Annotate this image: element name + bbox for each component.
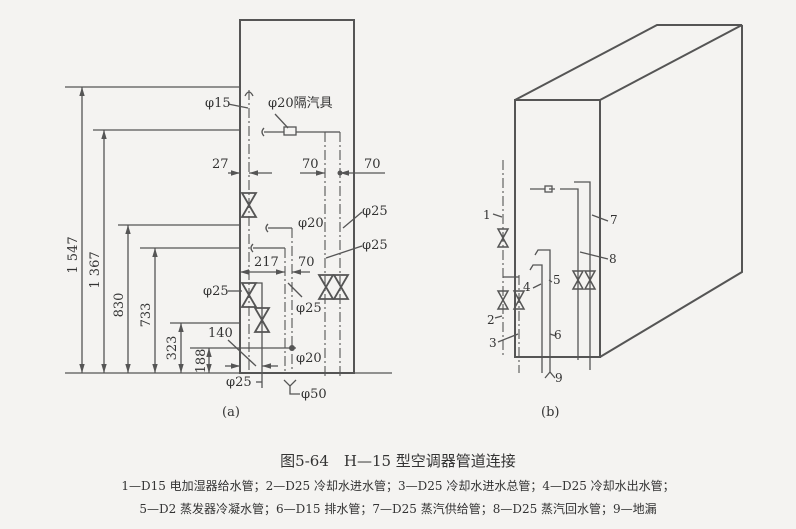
callout-5: 5	[553, 273, 561, 287]
gate-valve-icon	[333, 274, 349, 300]
callout-9: 9	[555, 371, 563, 385]
figure-title: 图5-64 H—15 型空调器管道连接	[280, 452, 516, 470]
dim-label-70: 70	[302, 157, 319, 172]
callout-3: 3	[489, 336, 497, 350]
unit-elevation-outline	[239, 19, 355, 374]
dim-label-1547: 1 547	[66, 236, 81, 273]
dim-label-140: 140	[208, 326, 233, 341]
gate-valve-icon	[497, 228, 509, 248]
dim-label-733: 733	[139, 303, 154, 328]
pipe-label-phi20: φ20	[298, 216, 324, 231]
figure-legend-line-2: 5—D2 蒸发器冷凝水管；6—D15 排水管；7—D25 蒸汽供给管；8—D25…	[139, 502, 657, 516]
dim-label-27: 27	[212, 157, 229, 172]
dim-label-188: 188	[194, 349, 209, 374]
pipe-label-steam-trap: φ20隔汽具	[268, 96, 333, 111]
dim-label-830: 830	[112, 293, 127, 318]
diagram-b-label: (b)	[541, 405, 559, 420]
gate-valve-icon	[318, 274, 334, 300]
steam-trap-icon	[283, 126, 297, 136]
dim-label-70: 70	[364, 157, 381, 172]
callout-8: 8	[609, 252, 617, 266]
steam-trap-icon	[544, 185, 553, 193]
callout-7: 7	[610, 213, 618, 227]
gate-valve-icon	[241, 282, 257, 308]
pipe-label-phi25: φ25	[362, 204, 388, 219]
diagram-b: 1 2 3 4 5 6 7 8 9 (b)	[483, 24, 743, 420]
pipe-label-phi25: φ25	[226, 375, 252, 390]
dim-label-70: 70	[298, 255, 315, 270]
pipe-label-phi25: φ25	[203, 284, 229, 299]
dim-label-1367: 1 367	[88, 251, 103, 288]
unit-3d-outline	[514, 24, 743, 358]
pipe-label-phi25: φ25	[296, 301, 322, 316]
dim-label-217: 217	[254, 255, 279, 270]
diagram-a-label: (a)	[222, 405, 240, 420]
dim-label-323: 323	[165, 336, 180, 361]
callout-6: 6	[554, 328, 562, 342]
callout-4: 4	[523, 280, 531, 294]
pipe-label-phi15: φ15	[205, 96, 231, 111]
figure-legend-line-1: 1—D15 电加湿器给水管；2—D25 冷却水进水管；3—D25 冷却水进水总管…	[121, 479, 675, 493]
diagram-a: 1 547 1 367 830 733 323 188 φ15 φ20隔汽具 2…	[65, 19, 392, 420]
pipe-label-phi25: φ25	[362, 238, 388, 253]
pipe-label-phi20: φ20	[296, 351, 322, 366]
floor-drain-icon	[283, 379, 300, 395]
pipe-label-phi50: φ50	[301, 387, 327, 402]
callout-2: 2	[487, 313, 495, 327]
unit-front-face	[514, 99, 601, 358]
callout-1: 1	[483, 208, 491, 222]
gate-valve-icon	[241, 192, 257, 218]
